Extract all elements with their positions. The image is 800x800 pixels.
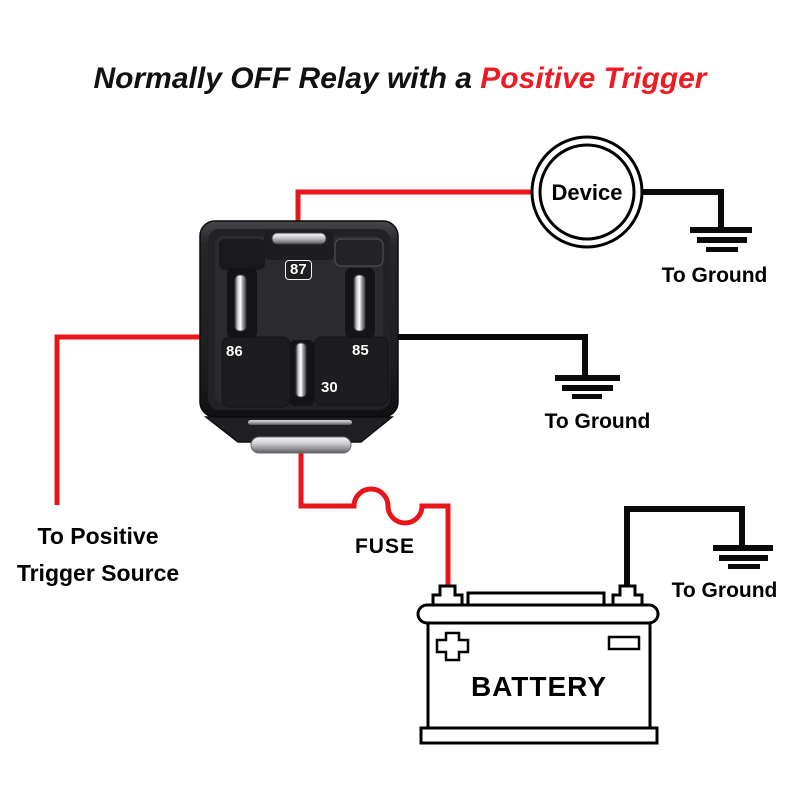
relay-mount-clip — [250, 436, 352, 454]
title-text-red: Positive Trigger — [480, 62, 707, 95]
battery-symbol — [416, 584, 660, 745]
ground-bar — [562, 385, 613, 391]
device-symbol — [530, 135, 644, 249]
ground-bar — [572, 394, 602, 399]
relay-blade-85 — [353, 274, 366, 332]
fuse-label: FUSE — [354, 535, 415, 558]
relay-pin-label-85: 85 — [352, 342, 369, 359]
relay-pin-label-86: 86 — [226, 343, 243, 360]
relay-blade-87 — [271, 232, 327, 245]
pin-87-badge: 87 — [285, 260, 312, 280]
device-inner-circle — [538, 143, 636, 241]
ground-bar — [719, 555, 768, 561]
trigger-source-line1: To Positive — [37, 523, 159, 549]
ground-bar — [555, 375, 620, 381]
to-ground-label-battery: To Ground — [671, 579, 778, 602]
relay-pocket-top-right — [334, 238, 384, 267]
relay-pin-label-87: 87 — [285, 260, 312, 280]
battery-minus-symbol — [607, 635, 641, 651]
ground-symbol-device — [690, 227, 752, 252]
relay-blade-86 — [234, 274, 247, 332]
ground-symbol-relay — [555, 375, 620, 399]
ground-bar — [706, 247, 738, 252]
device-label: Device — [551, 180, 623, 205]
battery-base — [419, 726, 659, 745]
to-ground-label-device: To Ground — [661, 264, 768, 287]
battery-top-bar — [416, 603, 660, 625]
wire-pin86-to-trigger — [54, 334, 202, 505]
page-title: Normally OFF Relay with a Positive Trigg… — [0, 62, 800, 96]
battery-plus-symbol — [435, 631, 470, 662]
ground-bar — [728, 564, 760, 569]
wire-pin85-to-ground — [398, 334, 588, 376]
ground-bar — [697, 237, 747, 243]
title-text-black: Normally OFF Relay with a — [93, 62, 472, 95]
wire-battery-to-ground — [624, 506, 745, 588]
wire-pin87-to-device — [295, 189, 532, 226]
trigger-source-line2: Trigger Source — [16, 560, 180, 586]
ground-bar — [713, 545, 773, 551]
trigger-source-label: To Positive Trigger Source — [0, 518, 196, 592]
ground-bar — [690, 227, 752, 233]
battery-label: BATTERY — [470, 671, 608, 702]
relay-pocket-top-left — [219, 239, 265, 270]
to-ground-label-relay: To Ground — [544, 410, 651, 433]
wire-pin30-fuse-to-battery — [298, 452, 451, 588]
wire-device-to-ground — [640, 189, 724, 228]
relay-flange-bar — [248, 420, 352, 425]
relay-pin-label-30: 30 — [321, 379, 338, 396]
ground-symbol-battery — [713, 545, 773, 569]
relay-symbol — [199, 220, 399, 454]
relay-blade-30 — [295, 342, 307, 398]
